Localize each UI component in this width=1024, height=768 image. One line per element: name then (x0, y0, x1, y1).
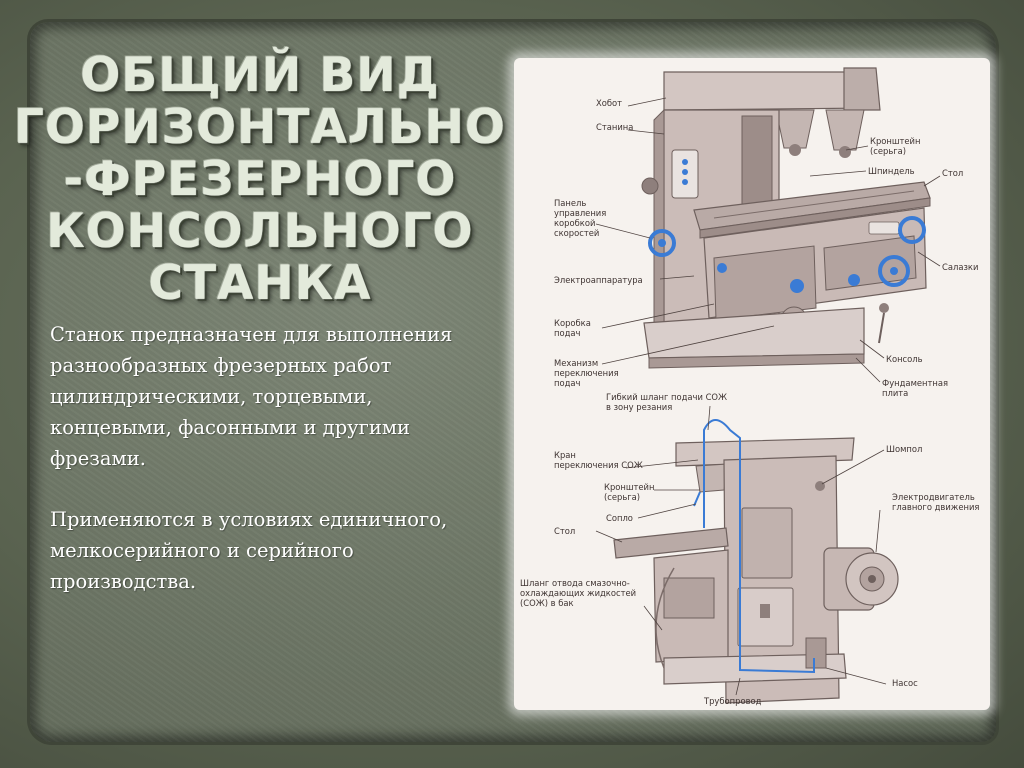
label-otvod-2: охлаждающих жидкостей (520, 588, 636, 598)
label-korobka-2: подач (554, 328, 581, 338)
title-line-4: КОНСОЛЬНОГО (46, 204, 474, 259)
label-kronshtein-top-2: (серьга) (870, 146, 906, 156)
label-panel-2: управления (554, 208, 606, 218)
title-line-2: ГОРИЗОНТАЛЬНО (14, 100, 506, 155)
label-elektro: Электроаппаратура (554, 275, 643, 285)
description-paragraph: Станок предназначен для выполнения разно… (50, 319, 510, 474)
usage-line: производства. (50, 570, 197, 593)
diagram-labels: Хобот Станина Кронштейн (серьга) Шпиндел… (520, 98, 979, 706)
label-elektrodv-2: главного движения (892, 502, 979, 512)
leader-lines (595, 97, 941, 696)
label-elektrodv-1: Электродвигатель (892, 492, 975, 502)
label-nasos: Насос (892, 678, 918, 688)
usage-line: Применяются в условиях единичного, (50, 508, 448, 531)
label-kronshtein-bottom-1: Кронштейн (604, 482, 654, 492)
label-shlang-1: Гибкий шланг подачи СОЖ (606, 392, 727, 402)
milling-machine-figure: Хобот Станина Кронштейн (серьга) Шпиндел… (514, 58, 990, 710)
title-line-3: -ФРЕЗЕРНОГО (63, 152, 457, 207)
label-stanina: Станина (596, 122, 633, 132)
usage-line: мелкосерийного и серийного (50, 539, 354, 562)
description-line: цилиндрическими, торцевыми, (50, 385, 373, 408)
label-kronshtein-bottom-2: (серьга) (604, 492, 640, 502)
description-line: разнообразных фрезерных работ (50, 354, 392, 377)
label-hobot: Хобот (596, 98, 622, 108)
label-mehanizm-2: переключения (554, 368, 619, 378)
label-shpindel: Шпиндель (868, 166, 915, 176)
label-mehanizm-1: Механизм (554, 358, 598, 368)
label-panel-3: коробкой (554, 218, 595, 228)
label-salazki: Салазки (942, 262, 978, 272)
machine-top-illustration (641, 67, 931, 369)
machine-diagram: Хобот Станина Кронштейн (серьга) Шпиндел… (520, 67, 979, 706)
label-fund-2: плита (882, 388, 908, 398)
description-line: фрезами. (50, 447, 146, 470)
label-panel-4: скоростей (554, 228, 599, 238)
label-otvod-1: Шланг отвода смазочно- (520, 578, 630, 588)
title-line-1: ОБЩИЙ ВИД (80, 48, 440, 103)
label-kran-2: переключения СОЖ (554, 460, 643, 470)
label-kran-1: Кран (554, 450, 576, 460)
description-line: концевыми, фасонными и другими (50, 416, 411, 439)
usage-paragraph: Применяются в условиях единичного, мелко… (50, 504, 510, 597)
label-fund-1: Фундаментная (882, 378, 948, 388)
label-korobka-1: Коробка (554, 318, 591, 328)
label-otvod-3: (СОЖ) в бак (520, 598, 574, 608)
label-truboprovod: Трубопровод (703, 696, 762, 706)
label-stol-bottom: Стол (554, 526, 575, 536)
label-panel-1: Панель (554, 198, 586, 208)
label-konsol: Консоль (886, 354, 923, 364)
description-line: Станок предназначен для выполнения (50, 323, 453, 346)
label-soplo: Сопло (606, 513, 633, 523)
machine-bottom-illustration (613, 419, 899, 704)
label-shompol: Шомпол (886, 444, 922, 454)
title-line-5: СТАНКА (148, 256, 372, 311)
label-stol-top: Стол (942, 168, 963, 178)
label-shlang-2: в зону резания (606, 402, 672, 412)
label-mehanizm-3: подач (554, 378, 581, 388)
label-kronshtein-top: Кронштейн (870, 136, 920, 146)
